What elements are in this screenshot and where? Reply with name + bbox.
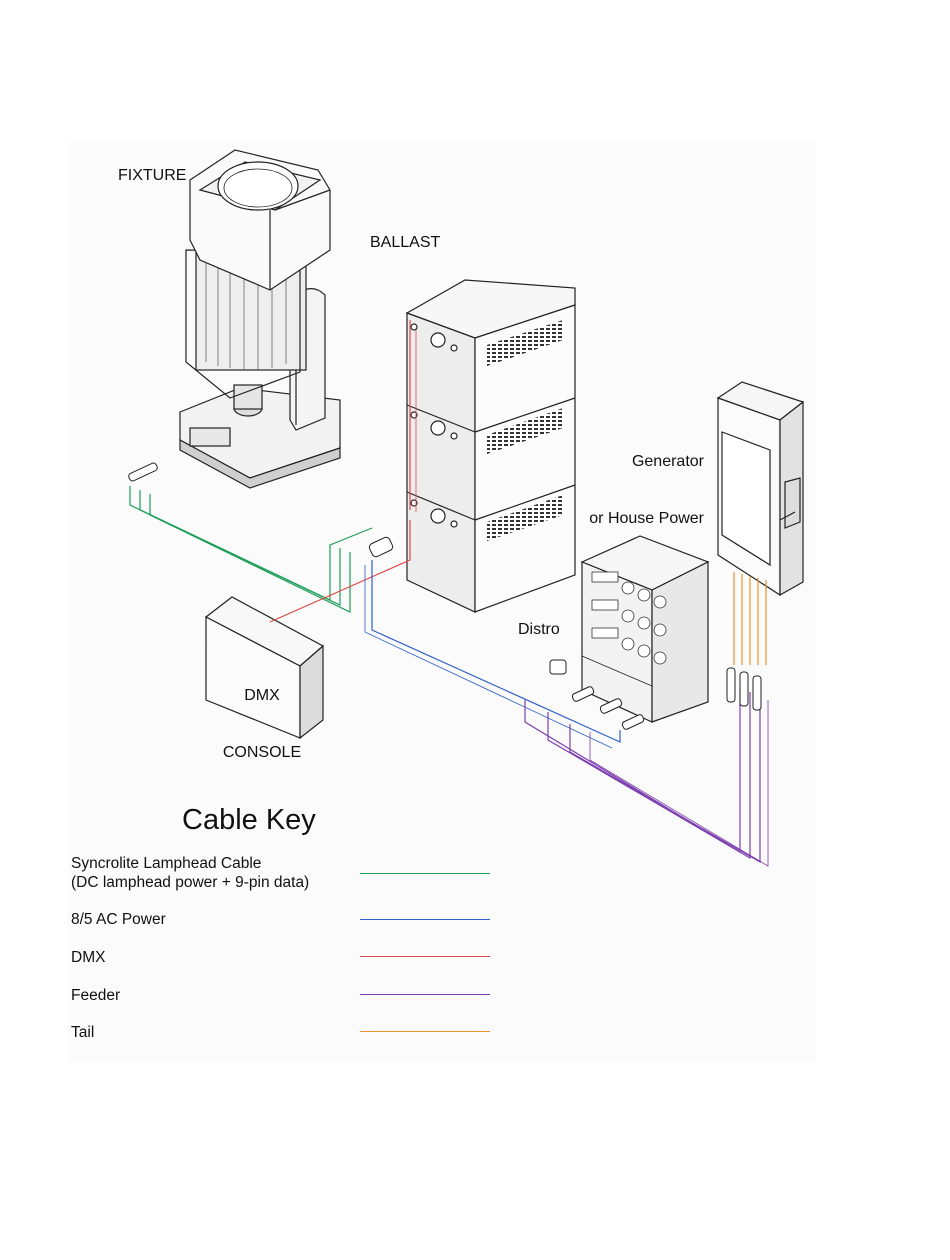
key-swatch-lamphead [360,873,490,874]
fixture-drawing [180,150,340,488]
generator-drawing [718,382,803,595]
key-item-lamphead-line1: Syncrolite Lamphead Cable [71,854,309,873]
generator-label-line2: or House Power [578,509,704,528]
key-item-ac-power-label: 8/5 AC Power [71,910,166,929]
key-swatch-feeder [360,994,490,995]
key-item-tail-label: Tail [71,1023,94,1042]
key-swatch-dmx [360,956,490,957]
key-item-dmx-label: DMX [71,948,105,967]
ballast-drawing [407,280,575,612]
feeder-cable-3 [570,696,760,862]
key-item-feeder-label: Feeder [71,986,120,1005]
lamphead-cable-2 [140,490,340,605]
key-item-lamphead-line2: (DC lamphead power + 9-pin data) [71,873,309,892]
dmx-console-label-line1: DMX [214,686,310,705]
key-swatch-ac-power [360,919,490,920]
dmx-console-label-line2: CONSOLE [214,743,310,762]
lamphead-cable-1 [130,486,372,600]
ballast-label: BALLAST [370,233,440,252]
distro-label: Distro [518,620,560,639]
lamphead-cable-3 [150,494,350,612]
generator-label-line1: Generator [578,452,704,471]
cable-key-title: Cable Key [182,804,316,837]
distro-drawing [582,536,708,722]
generator-label: Generator or House Power [578,414,704,547]
dmx-console-label: DMX CONSOLE [214,648,310,781]
key-item-lamphead-label: Syncrolite Lamphead Cable (DC lamphead p… [71,854,309,892]
fixture-label: FIXTURE [118,166,186,185]
key-swatch-tail [360,1031,490,1032]
feeder-cable-4 [590,700,768,866]
